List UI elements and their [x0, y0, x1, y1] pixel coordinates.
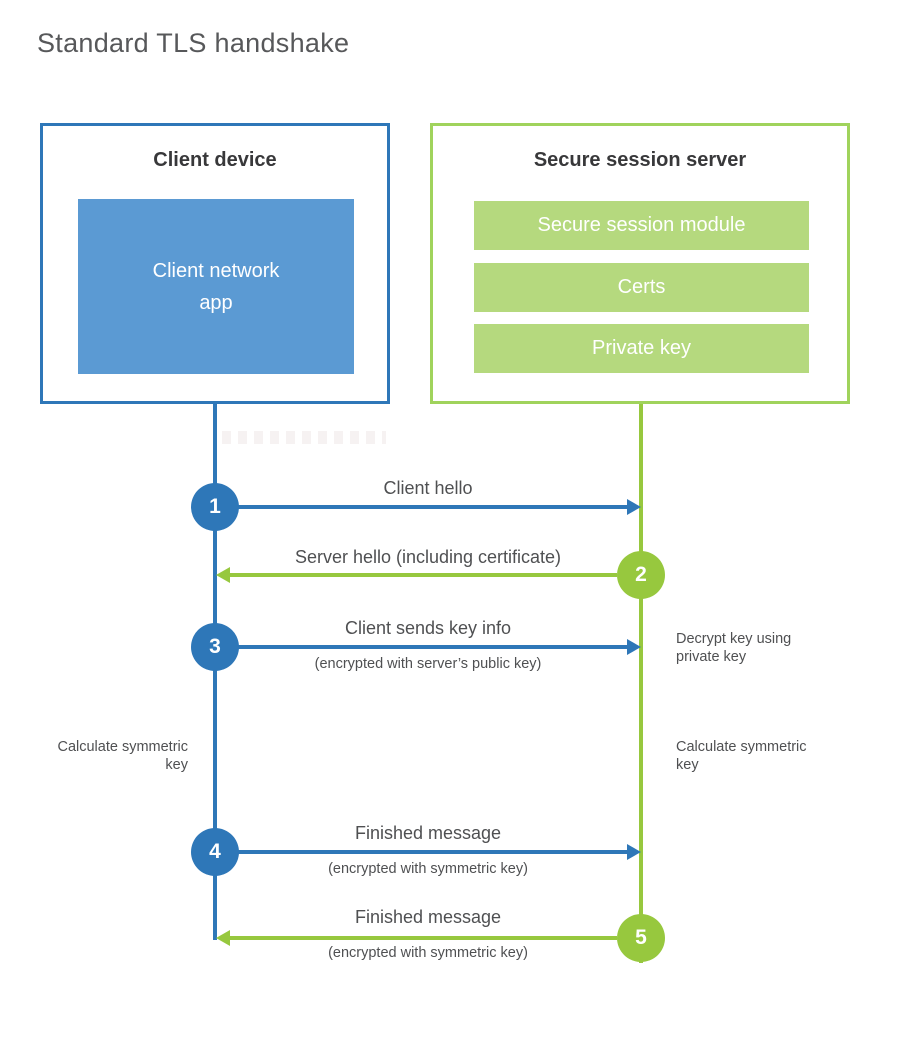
message-label-3: Client sends key info	[344, 618, 512, 638]
faded-dashes-artifact	[222, 431, 386, 444]
message-label-4: Finished message	[354, 823, 502, 843]
note-calc-symmetric-left: Calculate symmetric key	[57, 739, 188, 773]
server-lifeline	[639, 404, 643, 963]
message-sublabel-3: (encrypted with server’s public key)	[314, 656, 542, 672]
arrow-shaft-1	[215, 505, 628, 509]
step-badge-1: 1	[191, 483, 239, 531]
client-device-box: Client device Client network app	[40, 123, 390, 404]
step-badge-3: 3	[191, 623, 239, 671]
arrow-shaft-2	[230, 573, 617, 577]
server-module-certs: Certs	[474, 263, 809, 312]
arrowhead-right-icon	[627, 499, 641, 515]
note-calc-symmetric-right: Calculate symmetric key	[676, 739, 807, 773]
step-badge-2: 2	[617, 551, 665, 599]
note-decrypt-key: Decrypt key using private key	[676, 631, 792, 665]
message-sublabel-4: (encrypted with symmetric key)	[328, 861, 528, 877]
client-network-app-node: Client network app	[78, 199, 354, 374]
secure-session-server-box: Secure session server Secure session mod…	[430, 123, 850, 404]
server-module-private-key: Private key	[474, 324, 809, 373]
message-label-5: Finished message	[354, 907, 502, 927]
server-title: Secure session server	[533, 149, 747, 171]
arrowhead-left-icon	[216, 567, 230, 583]
client-network-app-label: Client network app	[152, 259, 280, 314]
message-label-2: Server hello (including certificate)	[294, 547, 562, 567]
arrowhead-right-icon	[627, 639, 641, 655]
server-module-secure-session: Secure session module	[474, 201, 809, 250]
client-device-title: Client device	[153, 149, 277, 171]
arrowhead-left-icon	[216, 930, 230, 946]
client-lifeline	[213, 404, 217, 940]
message-sublabel-5: (encrypted with symmetric key)	[328, 945, 528, 961]
arrowhead-right-icon	[627, 844, 641, 860]
arrow-shaft-5	[230, 936, 617, 940]
diagram-title: Standard TLS handshake	[37, 28, 350, 58]
step-badge-5: 5	[617, 914, 665, 962]
arrow-shaft-3	[215, 645, 628, 649]
step-badge-4: 4	[191, 828, 239, 876]
arrow-shaft-4	[215, 850, 628, 854]
message-label-1: Client hello	[383, 478, 473, 498]
